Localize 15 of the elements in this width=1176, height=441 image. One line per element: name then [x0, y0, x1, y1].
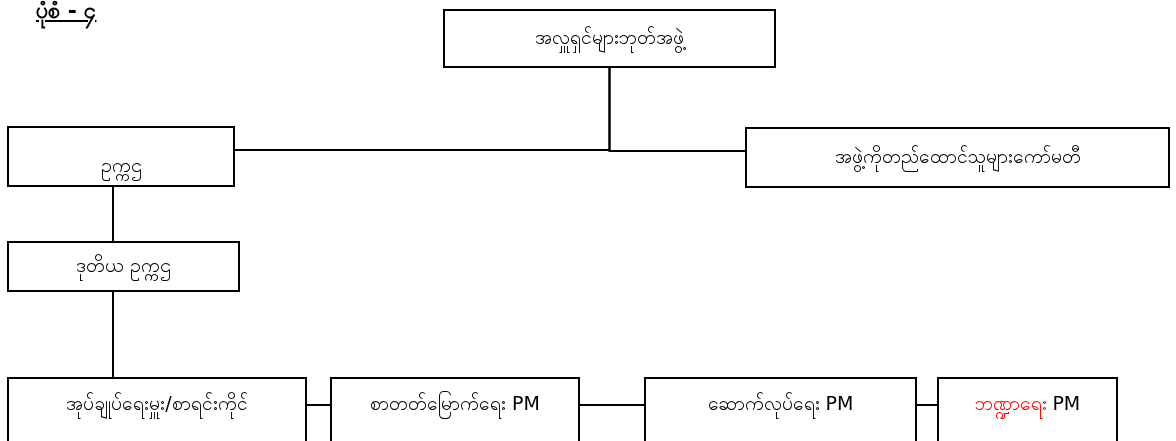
- org-box: ဥက္ကဌ: [7, 126, 235, 187]
- org-box: ဘဏ္ဍာရေး PM: [937, 377, 1118, 441]
- org-box: အလှူရှင်များဘုတ်အဖွဲ့: [443, 9, 776, 68]
- connector-line: [306, 404, 331, 406]
- org-box: ဆောက်လုပ်ရေး PM: [644, 377, 917, 441]
- org-box: အဖွဲ့ကိုတည်ထောင်သူများကော်မတီ: [745, 127, 1170, 188]
- connector-line: [112, 291, 114, 378]
- org-box: စာတတ်မြောက်ရေး PM: [330, 377, 580, 441]
- connector-line: [579, 404, 645, 406]
- connector-line: [608, 67, 746, 152]
- org-box: အုပ်ချုပ်ရေးမှူး/စာရင်းကိုင်: [7, 377, 307, 441]
- connector-line: [112, 186, 114, 242]
- connector-line: [916, 404, 938, 406]
- figure-title: ပုံစံ - ၄: [36, 0, 97, 29]
- org-box: ဒုတိယ ဥက္ကဌ: [7, 241, 240, 292]
